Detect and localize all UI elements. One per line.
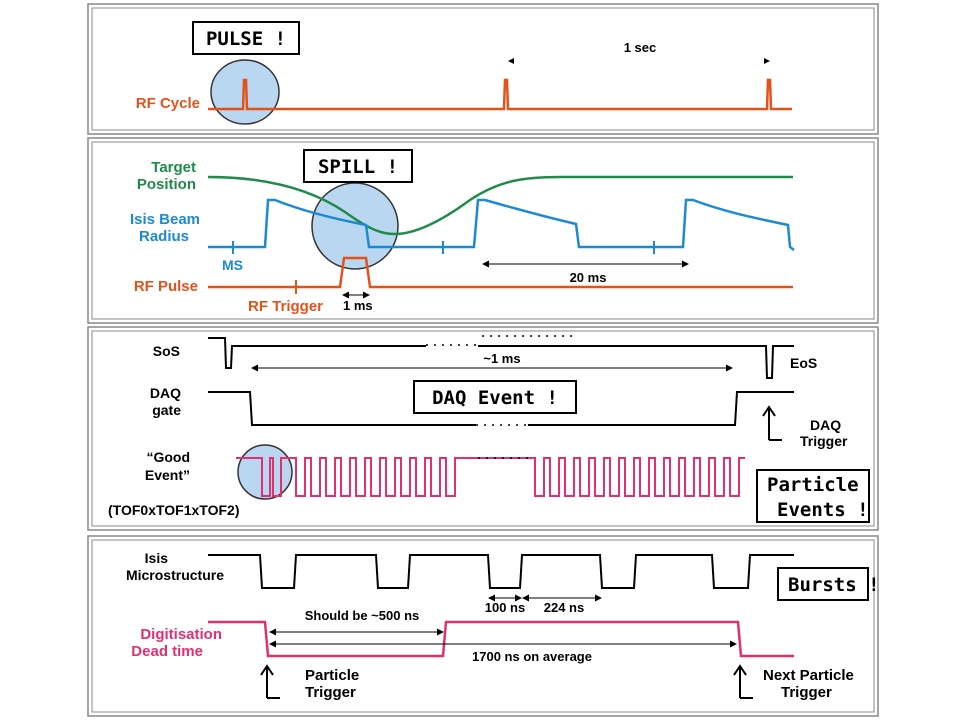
target-position-trace (207, 175, 793, 236)
target-label-line2: Position (137, 176, 196, 193)
next-trigger-label-line1: Next Particle (763, 667, 854, 684)
spill-callout-box: SPILL ! (303, 149, 413, 183)
sos-eos-trace (208, 337, 794, 379)
particle-events-callout-line1: Particle (767, 474, 859, 496)
rf-pulse-label: RF Pulse (134, 278, 198, 295)
digitisation-label-line1: Digitisation (140, 626, 222, 643)
period-1sec-label: 1 sec (624, 40, 657, 55)
width-1ms-label: 1 ms (343, 298, 373, 313)
particle-trigger-label-line1: Particle (305, 667, 359, 684)
isis-microstructure-trace (208, 554, 794, 589)
bursts-callout-box: Bursts ! (777, 567, 880, 601)
daq-event-callout: DAQ Event ! (432, 387, 558, 409)
pulse-callout: PULSE ! (206, 28, 286, 50)
ms-label: MS (222, 257, 243, 273)
next-trigger-label-line2: Trigger (781, 684, 832, 701)
particle-trigger-arrow (260, 664, 274, 698)
beam-label-line1: Isis Beam (130, 211, 200, 228)
rf-cycle-label: RF Cycle (136, 95, 200, 112)
next-trigger-arrow (733, 664, 747, 698)
period-20ms-label: 20 ms (570, 270, 607, 285)
panel-rf-cycle: PULSE ! RF Cycle 1 sec (87, 3, 879, 135)
particle-events-callout-line2: Events ! (777, 499, 869, 521)
particle-events-callout-box: Particle Events ! (756, 469, 870, 523)
particle-trigger-label-line2: Trigger (305, 684, 356, 701)
sos-label: SoS (153, 343, 180, 359)
panel-spill: SPILL ! Target Position Isis Beam Radius… (87, 137, 879, 324)
period-arrow-left (508, 58, 514, 64)
rf-pulse-trace (208, 256, 793, 289)
tof-label: (TOF0xTOF1xTOF2) (108, 502, 239, 518)
panel-daq-event: SoS EoS ~1 ms DAQ gate DAQ Event ! DAQ T… (87, 326, 879, 531)
good-event-trace (236, 457, 745, 497)
pulse-highlight-circle (210, 59, 280, 125)
eos-label: EoS (790, 355, 817, 371)
gap-224ns-label: 224 ns (544, 600, 584, 615)
daq-trigger-arrow (762, 405, 776, 440)
panel-bursts: Isis Microstructure Bursts ! 100 ns 224 … (87, 535, 880, 717)
daq-event-callout-box: DAQ Event ! (413, 380, 577, 414)
good-event-label-line1: “Good (146, 449, 190, 465)
duration-1ms-label: ~1 ms (483, 351, 520, 366)
beam-label-line2: Radius (139, 228, 189, 245)
good-event-label-line2: Event” (145, 467, 190, 483)
pulse-callout-box: PULSE ! (192, 21, 300, 55)
digitisation-label-line2: Dead time (131, 643, 203, 660)
rf-trigger-label: RF Trigger (248, 298, 323, 315)
period-arrow-right (764, 58, 770, 64)
isis-micro-label-line1: Isis (145, 550, 169, 566)
bursts-callout: Bursts ! (788, 574, 880, 596)
isis-micro-label-line2: Microstructure (126, 567, 224, 583)
beam-radius-trace (208, 198, 795, 251)
daq-trigger-label-line2: Trigger (800, 433, 848, 449)
daq-gate-label-line1: DAQ (150, 385, 181, 401)
spill-highlight-circle (311, 182, 399, 270)
daq-gate-label-line2: gate (152, 402, 181, 418)
should-be-500ns-label: Should be ~500 ns (305, 608, 420, 623)
good-event-highlight-circle (237, 444, 293, 500)
rf-cycle-trace (208, 78, 792, 111)
average-1700ns-label: 1700 ns on average (472, 649, 592, 664)
target-label-line1: Target (151, 159, 196, 176)
dead-time-trace (208, 620, 794, 658)
spill-callout: SPILL ! (318, 156, 398, 178)
gap-100ns-label: 100 ns (485, 600, 525, 615)
daq-trigger-label-line1: DAQ (810, 417, 841, 433)
